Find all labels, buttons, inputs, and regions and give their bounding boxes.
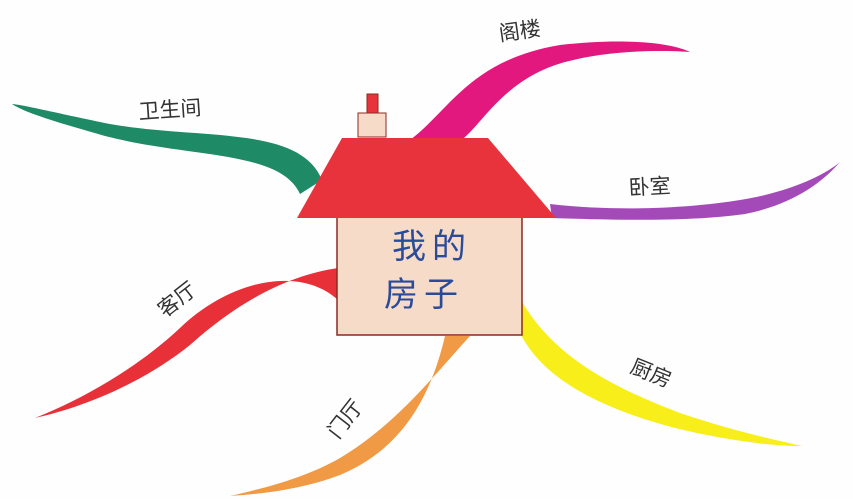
branch-bedroom [550, 162, 840, 220]
label-attic: 阁楼 [497, 16, 542, 46]
label-living: 客厅 [153, 277, 201, 322]
house-central-node: 我的 房子 [297, 93, 556, 336]
house-chimney [366, 93, 379, 115]
label-bathroom: 卫生间 [138, 96, 203, 124]
branch-hall [230, 336, 470, 496]
branch-attic [410, 41, 690, 142]
house-roof [297, 138, 556, 218]
branch-kitchen [521, 300, 802, 446]
label-kitchen: 厨房 [627, 354, 675, 392]
label-hall: 门厅 [323, 395, 368, 443]
label-bedroom: 卧室 [628, 174, 671, 200]
branch-living [35, 268, 338, 418]
center-label-line2: 房子 [384, 275, 464, 315]
branch-bathroom [12, 104, 322, 194]
house-chimney-cap [357, 112, 387, 138]
house-wall [336, 209, 523, 336]
center-label-line1: 我的 [392, 227, 472, 267]
